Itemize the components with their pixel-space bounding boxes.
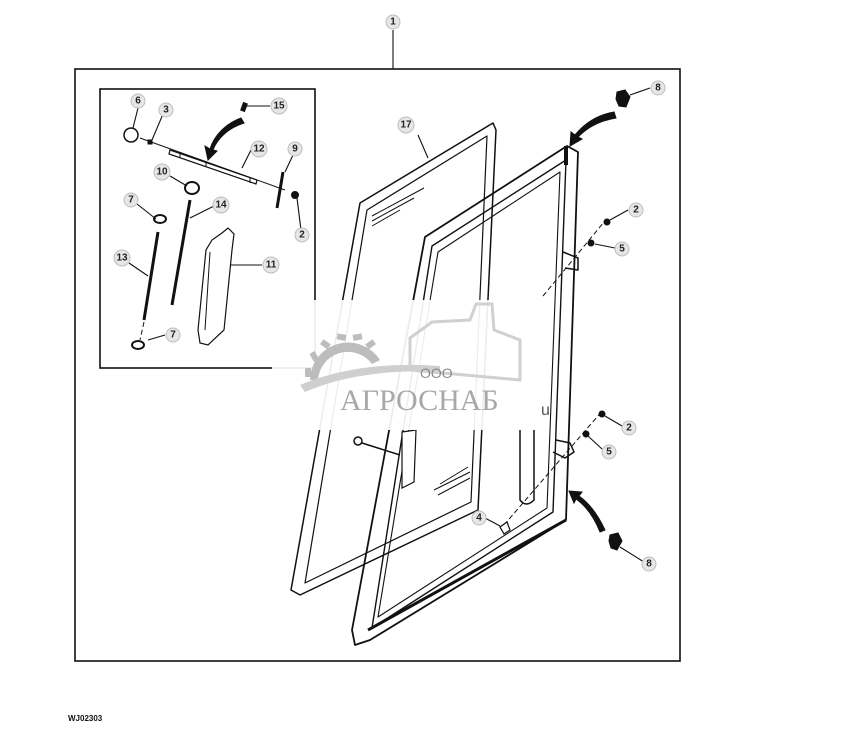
callout-13: 13: [113, 249, 131, 267]
latch-part-11: [197, 227, 235, 346]
svg-text:13: 13: [116, 253, 128, 264]
svg-text:3: 3: [163, 105, 169, 116]
arrow-icon: [204, 117, 245, 162]
callout-4: 4: [471, 510, 487, 526]
figure-id: WJ02303: [68, 714, 103, 723]
svg-text:10: 10: [156, 167, 168, 178]
callout-3: 3: [158, 102, 174, 118]
svg-text:5: 5: [606, 447, 612, 458]
callout-6: 6: [130, 93, 146, 109]
svg-text:14: 14: [215, 200, 227, 211]
leader-lines: [128, 87, 651, 563]
door-frame: [351, 145, 605, 646]
svg-text:15: 15: [273, 101, 285, 112]
callout-15: 15: [270, 97, 288, 115]
clip-part-8-bottom: [608, 532, 623, 551]
callout-8: 8: [650, 80, 666, 96]
svg-text:1: 1: [390, 17, 396, 28]
watermark: ООО АГРОСНАБ u: [272, 300, 550, 430]
svg-text:8: 8: [655, 83, 661, 94]
callout-7: 7: [165, 327, 181, 343]
knob-part-6: [123, 127, 139, 143]
svg-text:9: 9: [292, 144, 298, 155]
svg-text:4: 4: [476, 513, 482, 524]
svg-text:6: 6: [135, 96, 141, 107]
watermark-name: АГРОСНАБ: [340, 384, 499, 417]
callout-8: 8: [641, 556, 657, 572]
watermark-suffix: u: [541, 402, 550, 419]
ring-part-10: [184, 181, 200, 195]
arrow-icon: [569, 111, 617, 147]
svg-text:7: 7: [128, 195, 134, 206]
svg-text:2: 2: [299, 230, 305, 241]
inset-parts: [123, 101, 299, 350]
svg-text:12: 12: [253, 144, 265, 155]
callout-14: 14: [212, 196, 230, 214]
watermark-prefix: ООО: [420, 365, 453, 381]
callout-1: 1: [385, 14, 401, 30]
svg-text:8: 8: [646, 559, 652, 570]
hardware-right: [499, 89, 631, 551]
glass-panel-17: [290, 122, 497, 596]
svg-text:17: 17: [400, 120, 412, 131]
callout-2: 2: [621, 420, 637, 436]
svg-text:2: 2: [633, 205, 639, 216]
callout-9: 9: [287, 141, 303, 157]
arrow-icon: [568, 490, 606, 533]
svg-text:5: 5: [619, 244, 625, 255]
assembly-frame: [74, 68, 681, 662]
inset-detail-box: [99, 88, 316, 369]
callout-7: 7: [123, 192, 139, 208]
callout-2: 2: [628, 202, 644, 218]
callout-2: 2: [294, 227, 310, 243]
callout-11: 11: [262, 256, 280, 274]
rod-part-12: [168, 149, 258, 185]
callout-5: 5: [601, 444, 617, 460]
callout-5: 5: [614, 241, 630, 257]
svg-text:2: 2: [626, 423, 632, 434]
svg-text:7: 7: [170, 330, 176, 341]
svg-text:11: 11: [266, 260, 277, 271]
callout-17: 17: [397, 116, 415, 134]
callout-10: 10: [153, 163, 171, 181]
callout-12: 12: [250, 140, 268, 158]
clip-part-8-top: [615, 89, 631, 108]
